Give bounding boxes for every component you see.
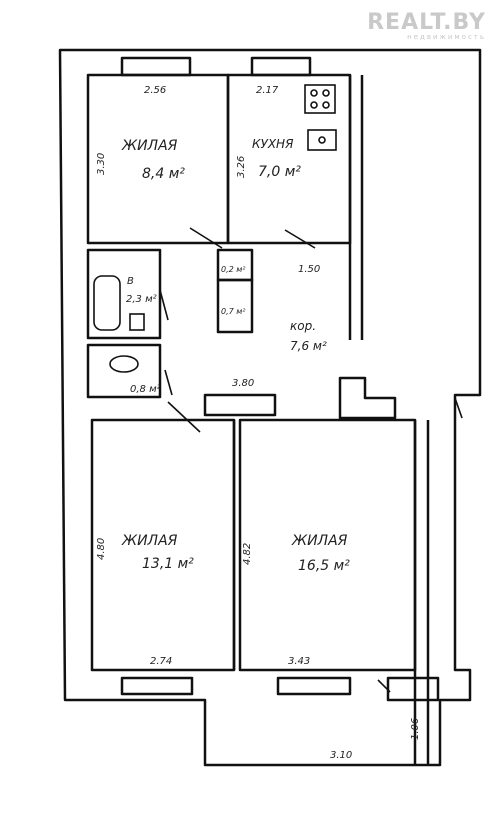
room-area-closet-1: 0,2 м² [221,265,246,274]
room-area-kitchen: 7,0 м² [258,164,301,180]
room-area-bedroom-top: 8,4 м² [142,166,185,182]
dim-bedroom-top-depth: 3.30 [96,153,107,175]
dim-kitchen-width: 2.17 [256,85,279,96]
fixtures [93,84,463,693]
dim-corridor-width: 3.80 [232,378,254,389]
dim-living-right-depth: 4.82 [242,543,253,565]
room-area-closet-2: 0,7 м² [221,307,246,316]
watermark-logo: REALT.BY недвижимость [367,10,486,41]
dim-living-left-width: 2.74 [150,656,172,667]
dim-kitchen-depth: 3.26 [236,156,247,178]
dim-corridor-150: 1.50 [298,264,320,275]
dim-balcony-width: 3.10 [330,750,352,761]
room-name-bedroom-top: ЖИЛАЯ [121,138,178,154]
room-name-living-left: ЖИЛАЯ [121,533,178,549]
room-area-bathroom: 2,3 м² [126,294,157,305]
room-area-living-right: 16,5 м² [298,558,350,574]
watermark-brand: REALT.BY [367,10,486,35]
room-area-living-left: 13,1 м² [142,556,194,572]
dim-balcony-depth: 1.06 [410,718,421,740]
walls [58,48,482,767]
room-area-toilet: 0,8 м² [130,384,161,395]
room-name-kitchen: КУХНЯ [252,137,294,151]
dim-living-left-depth: 4.80 [96,538,107,560]
dim-living-right-width: 3.43 [288,656,310,667]
watermark-tagline: недвижимость [407,33,486,41]
room-name-bathroom: В [127,276,134,287]
dim-bedroom-top-width: 2.56 [144,85,166,96]
room-name-living-right: ЖИЛАЯ [291,533,348,549]
room-name-corridor: кор. [290,319,316,333]
room-area-corridor: 7,6 м² [290,339,327,353]
